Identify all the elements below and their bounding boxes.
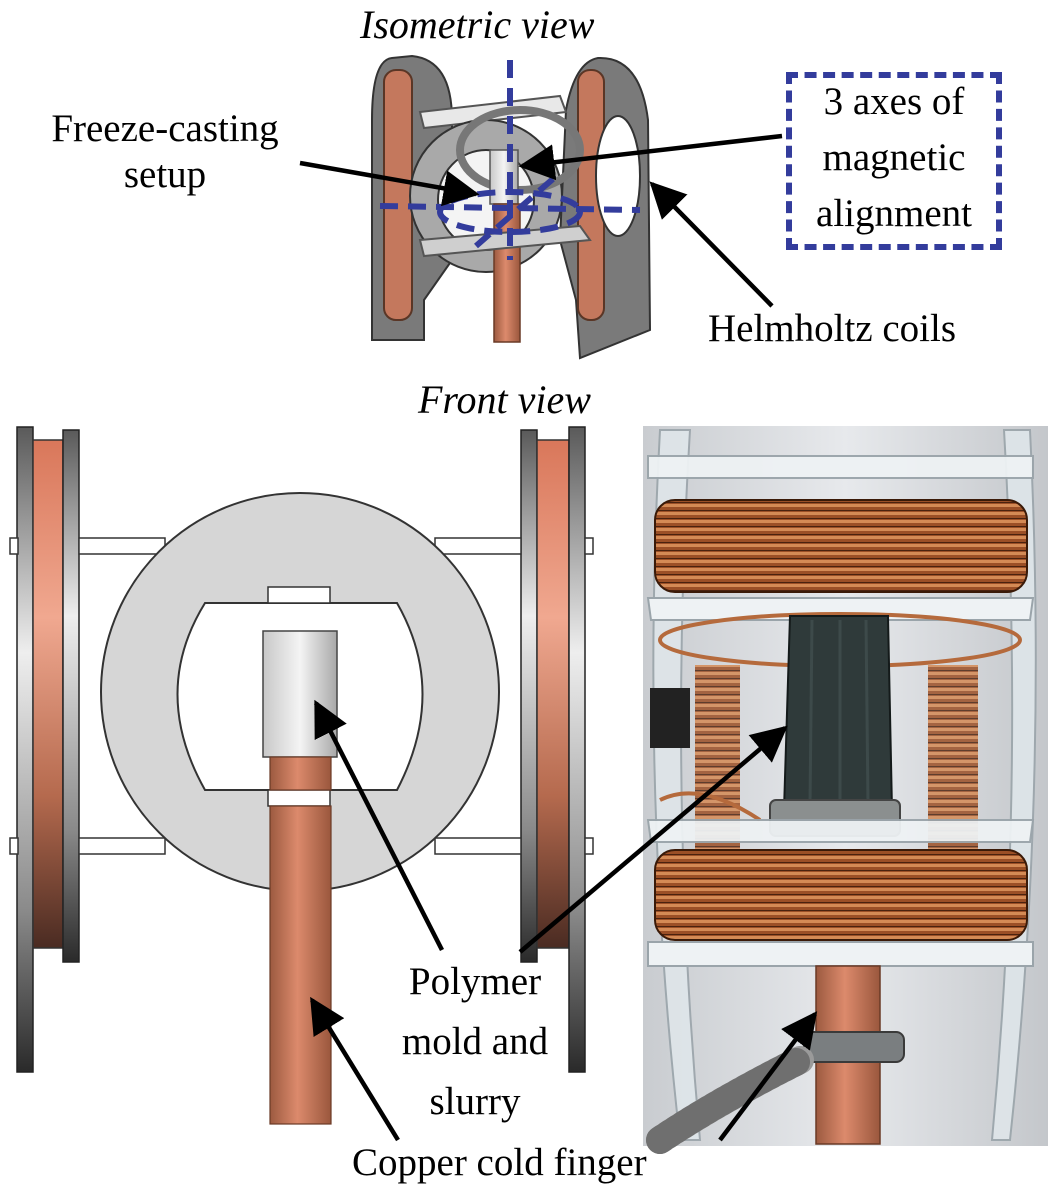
photo-top-coil	[654, 499, 1028, 593]
iso-left-coil	[383, 69, 413, 321]
label-helmholtz-coils: Helmholtz coils	[708, 307, 957, 350]
label-polymer-line1: Polymer	[408, 960, 542, 1003]
label-axes-line1: 3 axes of	[823, 80, 965, 123]
arrow-freeze-casting	[299, 160, 480, 207]
front-polymer-mold	[262, 630, 338, 758]
label-polymer-line2: mold and	[401, 1020, 549, 1063]
arrow-polymer-photo	[518, 725, 788, 954]
arrow-copper-cad	[310, 996, 400, 1142]
front-left-outer-plate	[16, 426, 34, 1073]
label-magnetic-axes: 3 axes of magnetic alignment	[786, 74, 1002, 242]
arrow-copper-photo	[718, 1011, 818, 1142]
apparatus-photo	[643, 426, 1048, 1154]
label-axes-line2: magnetic	[822, 136, 966, 179]
photo-bottom-coil	[654, 849, 1028, 941]
front-left-coil	[32, 439, 64, 949]
front-right-outer-plate	[568, 426, 586, 1073]
label-freeze-casting: Freeze-casting setup	[14, 106, 316, 198]
label-freeze-casting-line2: setup	[123, 153, 207, 196]
arrow-helmholtz	[649, 181, 774, 308]
label-axes-line3: alignment	[816, 192, 972, 235]
label-copper-cold-finger: Copper cold finger	[352, 1141, 647, 1184]
annotation-arrows	[299, 133, 818, 1142]
isometric-view-title: Isometric view	[360, 2, 595, 47]
iso-alignment-axes	[379, 60, 641, 260]
front-copper-finger	[269, 805, 332, 1125]
label-freeze-casting-line1: Freeze-casting	[51, 107, 279, 150]
front-cad-model	[9, 426, 594, 1125]
front-left-inner-plate	[62, 429, 80, 963]
front-right-inner-plate	[520, 429, 538, 963]
iso-mold	[489, 149, 519, 205]
isometric-model	[371, 54, 652, 360]
arrow-polymer-cad	[313, 699, 445, 952]
front-right-coil	[536, 439, 570, 949]
label-polymer-line3: slurry	[429, 1080, 521, 1123]
arrow-axes	[518, 133, 783, 181]
front-view-title: Front view	[418, 377, 591, 422]
photo-polymer-mold	[782, 615, 894, 811]
label-polymer-mold: Polymer mold and slurry	[360, 952, 590, 1132]
axes-dashed-box	[786, 72, 1002, 250]
